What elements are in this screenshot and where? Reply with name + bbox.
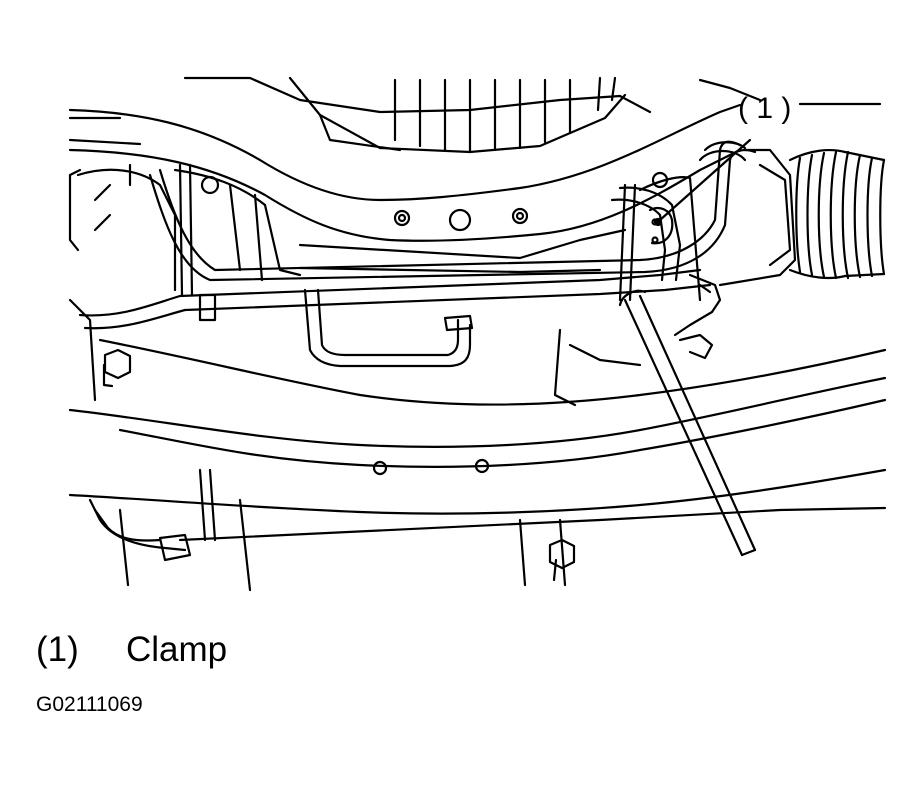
legend-label-clamp: Clamp: [126, 630, 228, 669]
figure-id: G02111069: [36, 693, 143, 716]
bolts: [102, 293, 576, 582]
engine-underside: [183, 76, 762, 154]
pipes: [78, 140, 797, 368]
lower-frame: [68, 298, 887, 592]
steering-rack-illustration: ( 1 ): [68, 76, 887, 592]
legend-marker: (1): [36, 630, 79, 669]
steering-boot: [788, 149, 886, 280]
steering-gearbox-body: [68, 163, 702, 302]
crossmember-upper: [68, 103, 742, 242]
callout-1: [653, 102, 882, 227]
callout-number: ( 1 ): [738, 92, 791, 125]
legend: (1) Clamp: [36, 628, 227, 672]
clamp: [610, 186, 682, 282]
